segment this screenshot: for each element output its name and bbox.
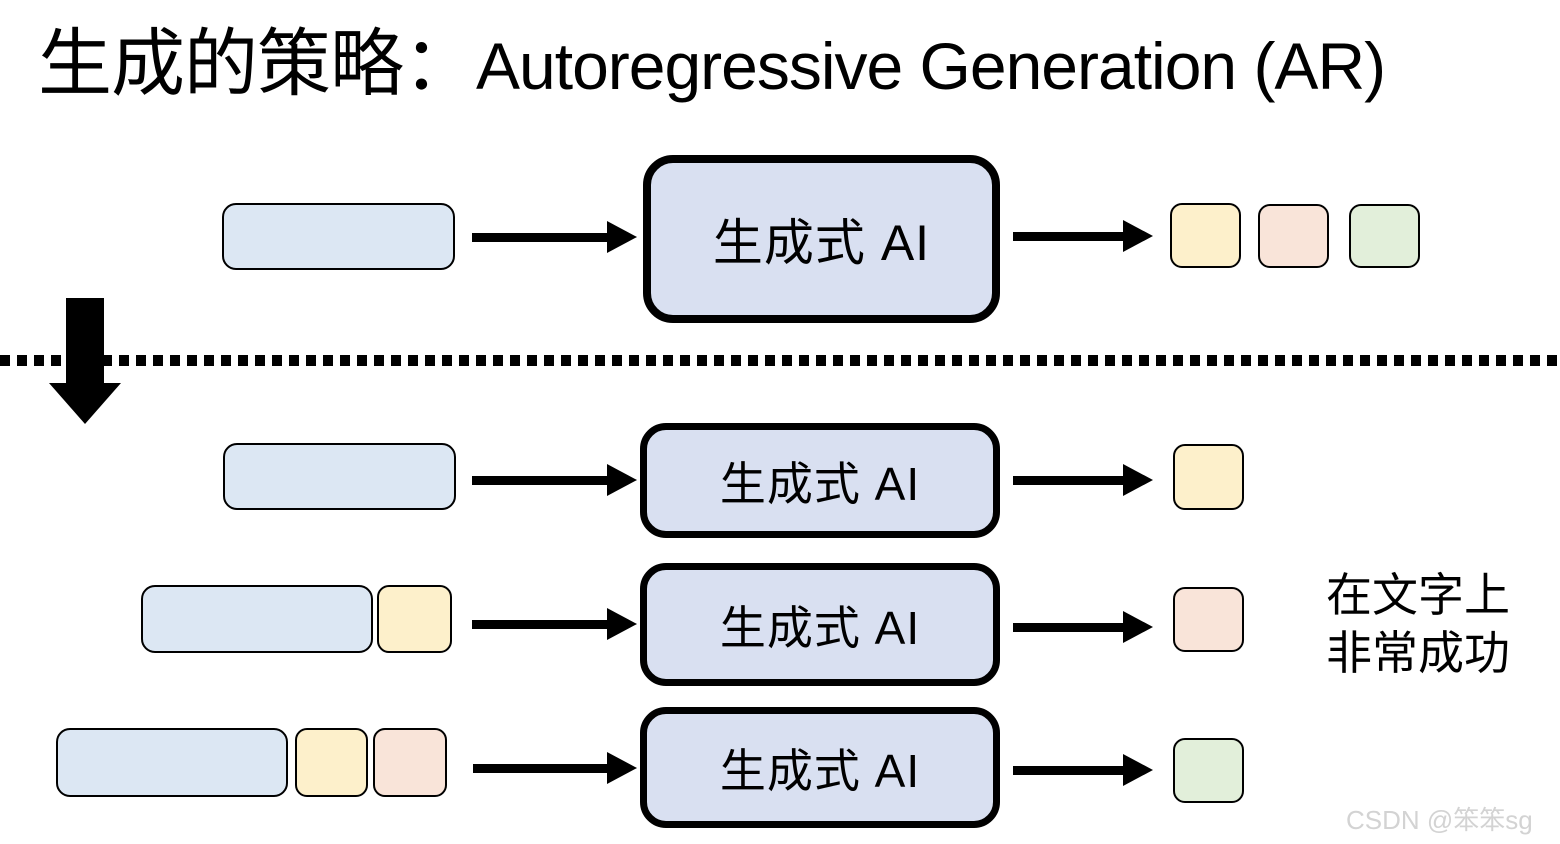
top-output-token-green (1349, 204, 1420, 268)
step3-output-token-green (1173, 738, 1244, 803)
right-arrow-icon (473, 752, 637, 784)
right-arrow-icon (472, 464, 637, 496)
right-arrow-icon (1013, 220, 1153, 252)
title-en: Autoregressive Generation (AR) (476, 29, 1386, 103)
top-output-token-yellow (1170, 203, 1241, 268)
watermark: CSDN @笨笨sg (1346, 805, 1533, 835)
right-arrow-icon (472, 608, 637, 640)
arrow-shaft (1013, 765, 1123, 775)
arrow-head (1123, 754, 1153, 786)
generative-ai-box-step3: 生成式 AI (640, 707, 1000, 828)
right-arrow-icon (1013, 464, 1153, 496)
step1-context-box (223, 443, 456, 510)
step3-context-box (56, 728, 288, 797)
step1-output-token-yellow (1173, 444, 1244, 510)
ai-box-label: 生成式 AI (719, 744, 921, 797)
ai-box-label: 生成式 AI (719, 457, 921, 510)
right-arrow-icon (1013, 611, 1153, 643)
right-arrow-icon (1013, 754, 1153, 786)
arrow-head (1123, 464, 1153, 496)
step3-input-token-peach (373, 728, 447, 797)
arrow-shaft (66, 298, 104, 383)
arrow-head (1123, 611, 1153, 643)
down-arrow-icon (49, 298, 121, 424)
step2-output-token-peach (1173, 587, 1244, 652)
arrow-shaft (1013, 475, 1123, 485)
side-note-line1: 在文字上 (1326, 569, 1510, 621)
side-note-line2: 非常成功 (1326, 627, 1510, 679)
step3-input-token-yellow (295, 728, 368, 797)
step2-context-box (141, 585, 373, 653)
arrow-head (607, 608, 637, 640)
title-zh: 生成的策略： (38, 22, 477, 105)
arrow-head (607, 221, 637, 253)
arrow-head (607, 752, 637, 784)
generative-ai-box-top: 生成式 AI (643, 155, 1000, 323)
dotted-divider (0, 355, 1560, 366)
ai-box-label: 生成式 AI (712, 215, 931, 271)
arrow-head (607, 464, 637, 496)
generative-ai-box-step1: 生成式 AI (640, 423, 1000, 538)
generative-ai-box-step2: 生成式 AI (640, 563, 1000, 686)
top-context-box (222, 203, 455, 270)
arrow-shaft (472, 475, 607, 485)
step2-input-token-yellow (377, 585, 452, 653)
arrow-head (1123, 220, 1153, 252)
arrow-shaft (473, 763, 607, 773)
top-output-token-peach (1258, 204, 1329, 268)
ai-box-label: 生成式 AI (719, 601, 921, 654)
right-arrow-icon (472, 221, 637, 253)
arrow-shaft (1013, 231, 1123, 241)
arrow-head (49, 383, 121, 424)
page-title: 生成的策略：Autoregressive Generation (AR) (38, 14, 1386, 116)
arrow-shaft (472, 619, 607, 629)
side-note: 在文字上 非常成功 (1326, 566, 1510, 682)
arrow-shaft (1013, 622, 1123, 632)
arrow-shaft (472, 232, 607, 242)
